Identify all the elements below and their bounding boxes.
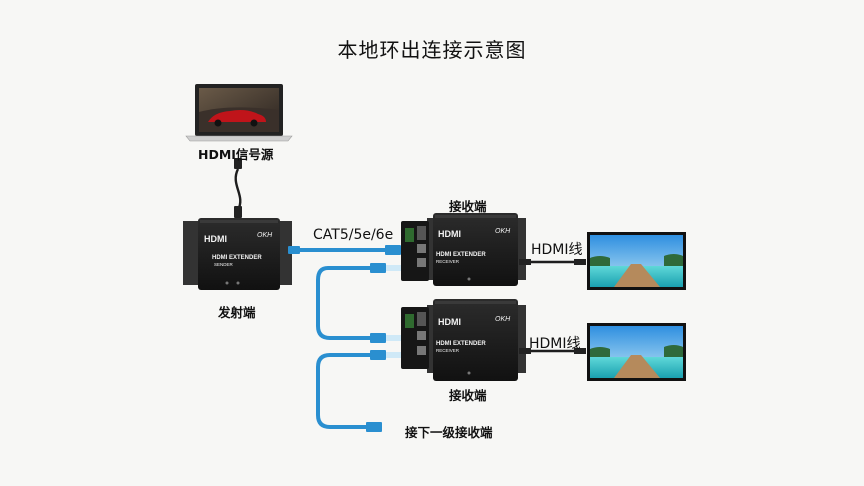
diagram-title: 本地环出连接示意图 bbox=[337, 38, 527, 62]
receiver-bottom-logo: OKH bbox=[495, 316, 511, 323]
sender-brand: HDMI bbox=[204, 234, 227, 244]
label-source: HDMI信号源 bbox=[198, 147, 274, 162]
sender-sub: SENDER bbox=[214, 262, 234, 267]
label-cable: CAT5/5e/6e bbox=[313, 227, 394, 243]
tv-display-top bbox=[587, 232, 686, 290]
hdmi-cables-display bbox=[519, 259, 586, 354]
label-hdmi-line-2: HDMI线 bbox=[529, 336, 581, 352]
cat-cables bbox=[294, 248, 387, 429]
receiver-top-brand: HDMI bbox=[438, 229, 461, 239]
label-hdmi-line-1: HDMI线 bbox=[531, 242, 583, 258]
receiver-top-logo: OKH bbox=[495, 228, 511, 235]
sender-model: HDMI EXTENDER bbox=[212, 255, 262, 261]
rj45-plugs bbox=[288, 245, 401, 432]
receiver-bottom-brand: HDMI bbox=[438, 317, 461, 327]
receiver-top-model: HDMI EXTENDER bbox=[436, 252, 486, 258]
label-sender: 发射端 bbox=[218, 305, 256, 320]
sender-device bbox=[183, 218, 292, 290]
label-receiver-top: 接收端 bbox=[449, 199, 487, 214]
tv-display-bottom bbox=[587, 323, 686, 381]
hdmi-cable-source bbox=[234, 158, 242, 218]
receiver-device-top bbox=[401, 213, 526, 286]
receiver-device-bottom bbox=[401, 299, 526, 381]
label-next-level: 接下一级接收端 bbox=[405, 425, 493, 440]
receiver-bottom-sub: RECEIVER bbox=[436, 348, 460, 353]
receiver-top-sub: RECEIVER bbox=[436, 259, 460, 264]
laptop-icon bbox=[185, 84, 293, 142]
label-receiver-bottom: 接收端 bbox=[449, 388, 487, 403]
sender-logo: OKH bbox=[257, 232, 273, 239]
receiver-bottom-model: HDMI EXTENDER bbox=[436, 341, 486, 347]
